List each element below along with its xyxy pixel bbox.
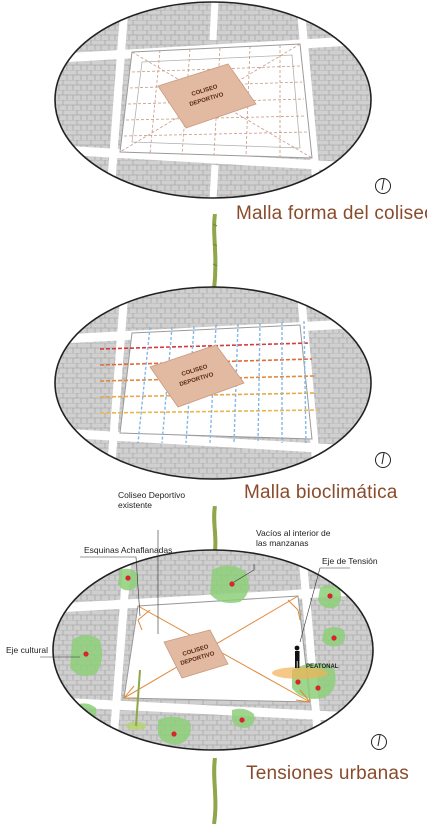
caption-malla-bioclimatica: Malla bioclimática: [244, 482, 398, 503]
peatonal-label: PEATONAL: [306, 664, 339, 670]
north-arrow-icon: [375, 452, 391, 468]
north-arrow-icon: [371, 734, 387, 750]
pedestrian-icon: [294, 645, 300, 668]
coliseo-building-2: [149, 344, 245, 408]
caption-malla-forma: Malla forma del coliseo: [236, 203, 427, 224]
panel-malla-forma: COLISEO DEPORTIVO Malla forma del colise…: [0, 0, 427, 224]
map-ellipse-1: COLISEO DEPORTIVO: [54, 1, 372, 199]
map-ellipse-2: COLISEO DEPORTIVO: [54, 286, 372, 480]
green-axis-connector-1: [212, 214, 218, 290]
coliseo-building-3: [163, 629, 229, 679]
caption-tensiones-urbanas: Tensiones urbanas: [246, 763, 409, 784]
annotation-vacios: Vacíos al interior de las manzanas: [256, 528, 331, 548]
annotation-esquinas: Esquinas Achaflanadas: [84, 545, 173, 555]
map-ellipse-3: COLISEO DEPORTIVO PEATONAL: [40, 530, 374, 751]
annotation-coliseo-existente: Coliseo Deportivo existente: [118, 490, 186, 510]
panel-tensiones-urbanas: COLISEO DEPORTIVO PEATONAL: [0, 490, 427, 825]
annotation-eje-tension: Eje de Tensión: [322, 556, 378, 566]
coliseo-building-1: [157, 63, 257, 129]
annotation-eje-cultural: Eje cultural: [6, 645, 49, 655]
north-arrow-icon: [375, 178, 391, 194]
panel-malla-bioclimatica: COLISEO DEPORTIVO Malla bioclimática: [0, 283, 427, 503]
green-axis-connector-3: [212, 758, 218, 824]
